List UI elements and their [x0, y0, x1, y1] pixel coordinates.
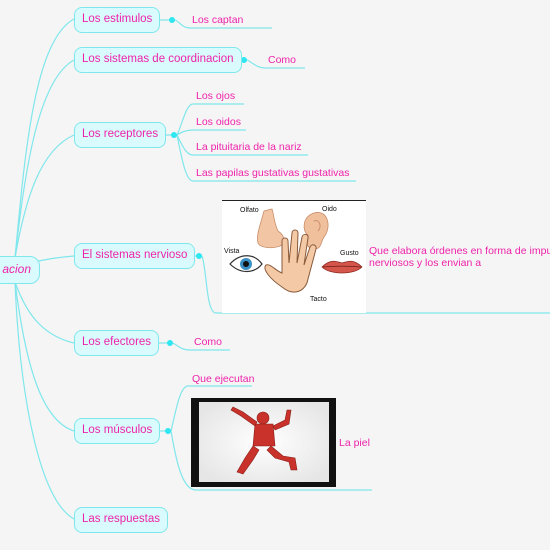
branch-label: Las respuestas: [82, 513, 160, 525]
branch-label: Los sistemas de coordinacion: [82, 53, 234, 65]
connector-dot[interactable]: [165, 428, 171, 434]
connector-dot[interactable]: [171, 132, 177, 138]
leaf-los-captan[interactable]: Los captan: [192, 14, 244, 26]
branch-sistema-nervioso[interactable]: El sistemas nervioso: [74, 243, 196, 269]
leaf-pituitaria[interactable]: La pituitaria de la nariz: [196, 141, 302, 153]
root-label: acion: [2, 262, 31, 276]
leaf-como[interactable]: Como: [268, 54, 297, 66]
connector-dot[interactable]: [241, 57, 247, 63]
branch-receptores[interactable]: Los receptores: [74, 122, 167, 148]
image-label-vista: Vista: [224, 248, 240, 255]
senses-image: Olfato Oido Vista Gusto Tacto: [222, 200, 366, 313]
branch-efectores[interactable]: Los efectores: [74, 330, 160, 356]
branch-label: Los receptores: [82, 128, 159, 140]
leaf-los-oidos[interactable]: Los oidos: [196, 116, 241, 128]
nose-icon: [257, 208, 285, 249]
branch-estimulos[interactable]: Los estimulos: [74, 7, 161, 33]
leaf-los-ojos[interactable]: Los ojos: [196, 90, 236, 102]
lips-icon: [321, 260, 363, 274]
branch-label: Los estimulos: [82, 13, 153, 25]
eye-icon: [229, 255, 263, 273]
muscles-image: [191, 398, 336, 487]
connector-dot[interactable]: [167, 340, 173, 346]
leaf-nerviosos-envian[interactable]: nerviosos y los envian a: [369, 257, 482, 269]
leaf-que-ejecutan[interactable]: Que ejecutan: [192, 373, 255, 385]
leaf-como-efectores[interactable]: Como: [194, 336, 223, 348]
connector-dot[interactable]: [196, 253, 202, 259]
leaf-papilas[interactable]: Las papilas gustativas gustativas: [196, 167, 350, 179]
image-label-gusto: Gusto: [340, 250, 359, 257]
branch-musculos[interactable]: Los músculos: [74, 418, 161, 444]
branch-label: El sistemas nervioso: [82, 249, 188, 261]
image-label-olfato: Olfato: [240, 207, 259, 214]
connector-dot[interactable]: [169, 17, 175, 23]
branch-respuestas[interactable]: Las respuestas: [74, 507, 168, 533]
connector-dots: [165, 17, 247, 434]
leaf-elabora-ordenes[interactable]: Que elabora órdenes en forma de impulsos: [369, 245, 550, 257]
root-node[interactable]: acion: [0, 256, 40, 284]
branch-sistemas-coordinacion[interactable]: Los sistemas de coordinacion: [74, 47, 242, 73]
image-label-oido: Oido: [322, 206, 337, 213]
image-label-tacto: Tacto: [310, 296, 327, 303]
hand-icon: [264, 229, 317, 293]
branch-label: Los músculos: [82, 424, 153, 436]
branch-label: Los efectores: [82, 336, 152, 348]
leaf-la-piel[interactable]: La piel: [339, 437, 370, 449]
muscle-figure-icon: [230, 406, 298, 475]
